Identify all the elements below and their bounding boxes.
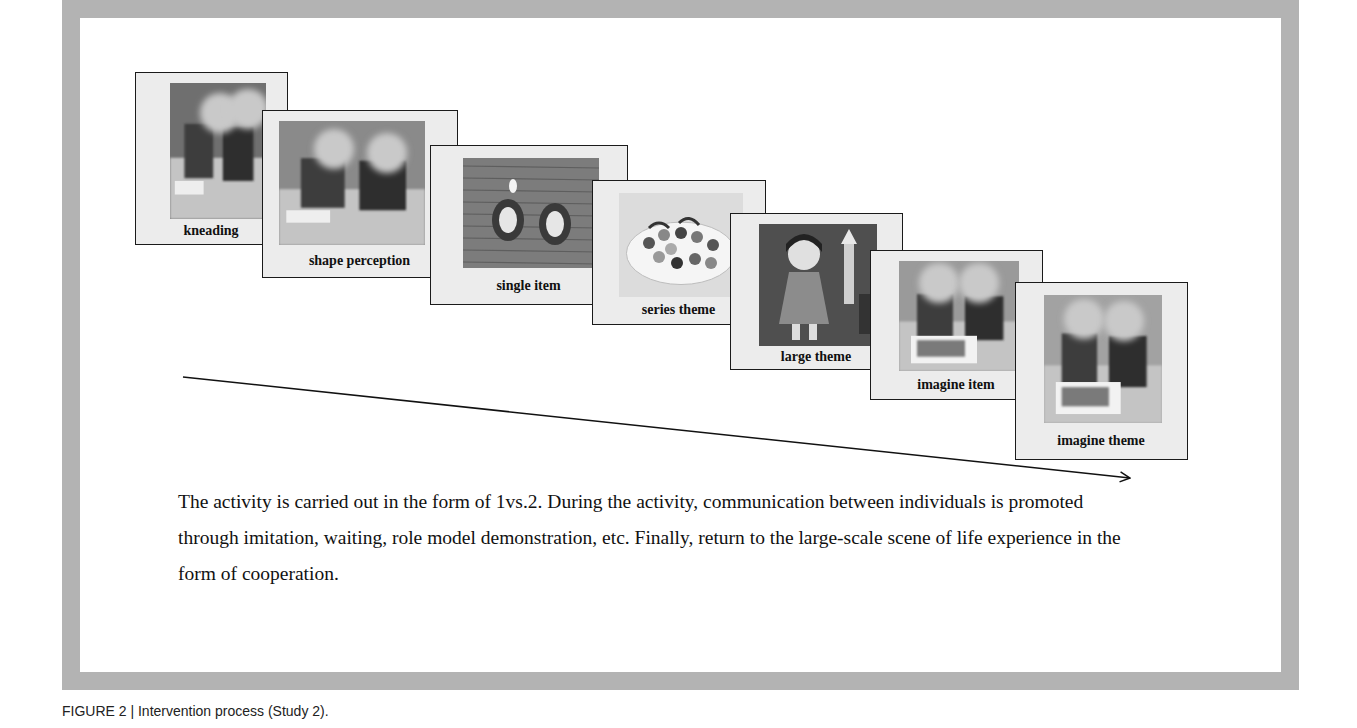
activity-photo: [279, 121, 425, 245]
description-text: The activity is carried out in the form …: [178, 484, 1138, 592]
step-label: shape perception: [263, 245, 456, 276]
figure-caption: FIGURE 2 | Intervention process (Study 2…: [62, 703, 329, 719]
activity-photo: [619, 193, 743, 297]
activity-photo: [899, 261, 1019, 371]
activity-photo: [1044, 295, 1162, 423]
outer-frame: [62, 0, 1299, 690]
activity-photo: [170, 83, 266, 219]
inner-panel: [80, 18, 1281, 672]
step-card: shape perception: [262, 110, 458, 278]
step-card: imagine theme: [1015, 282, 1188, 460]
activity-photo: [759, 224, 877, 346]
activity-photo: [463, 158, 599, 268]
step-label: imagine theme: [1016, 423, 1186, 458]
